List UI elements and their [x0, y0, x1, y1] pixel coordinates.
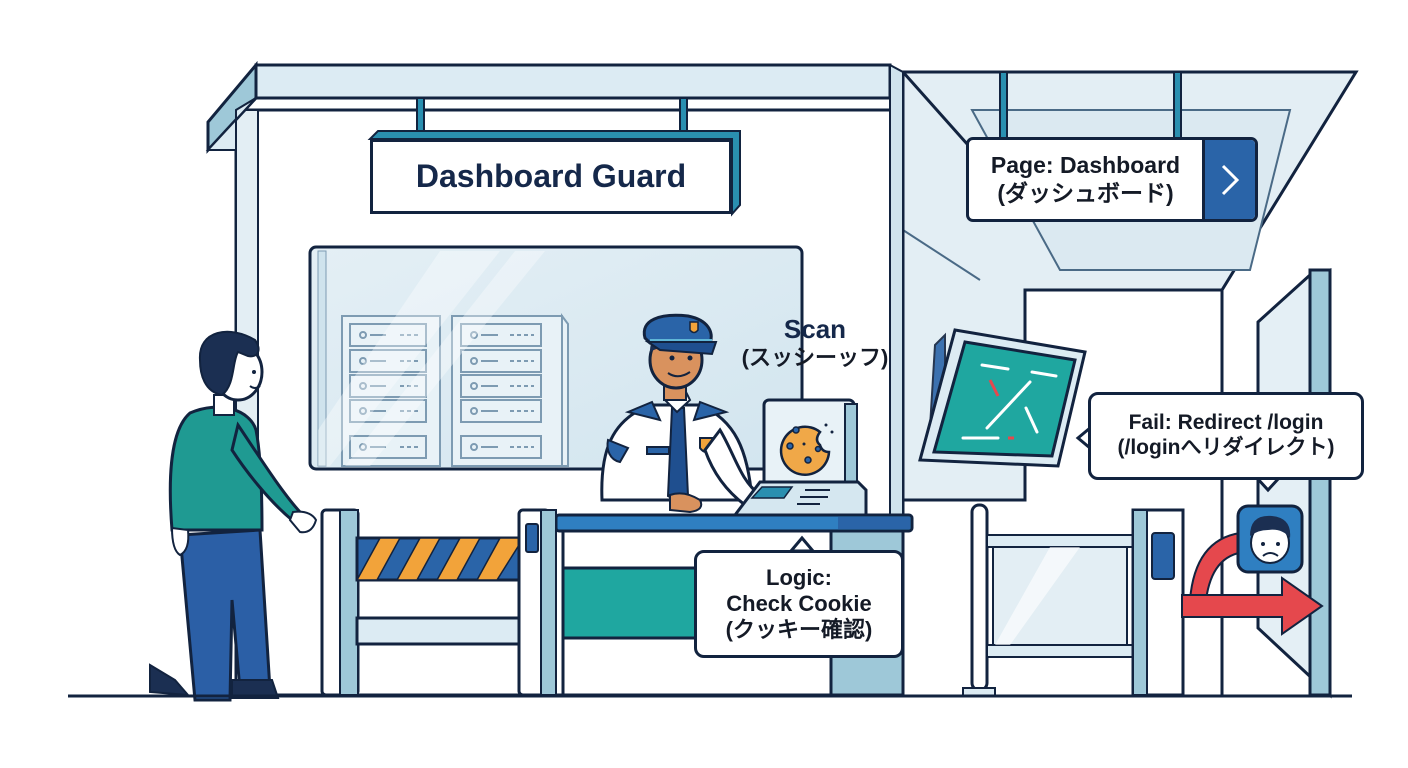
- page-sign-line2: (ダッシュボード): [997, 179, 1174, 206]
- logic-bubble: Logic: Check Cookie (クッキー確認): [694, 550, 904, 658]
- fail-line1: Fail: Redirect /login: [1128, 411, 1324, 435]
- server-rack-icon: [341, 313, 569, 467]
- scan-label: Scan (スッシーッフ): [732, 314, 898, 372]
- cookie-scanner: [731, 398, 868, 517]
- logic-line3: (クッキー確認): [725, 616, 873, 642]
- main-sign-title: Dashboard Guard: [415, 158, 687, 194]
- main-sign: Dashboard Guard: [370, 139, 732, 214]
- logic-line1: Logic:: [766, 565, 832, 591]
- chevron-right-icon: [1202, 140, 1255, 219]
- fail-bubble: Fail: Redirect /login (/loginへリダイレクト): [1088, 392, 1364, 480]
- redirect-arrow-icon: [1181, 531, 1324, 636]
- monitor-icon: [918, 328, 1087, 468]
- page-sign-line1: Page: Dashboard: [990, 151, 1181, 178]
- cookie-icon: [779, 423, 834, 477]
- visitor-person: [149, 330, 318, 702]
- sad-face-icon: [1236, 504, 1304, 574]
- exit-door: [1220, 268, 1332, 699]
- page-sign-text: Page: Dashboard (ダッシュボード): [969, 140, 1202, 219]
- logic-line2: Check Cookie: [726, 591, 872, 617]
- scan-label-jp: (スッシーッフ): [741, 345, 889, 371]
- scan-label-en: Scan: [783, 314, 847, 344]
- striped-barrier-arm: [355, 536, 521, 582]
- barrier-gate: [320, 508, 557, 697]
- fail-line2: (/loginへリダイレクト): [1117, 436, 1335, 459]
- swing-gate: [962, 503, 1185, 697]
- page-sign: Page: Dashboard (ダッシュボード): [966, 137, 1258, 222]
- booth-window: [308, 245, 804, 471]
